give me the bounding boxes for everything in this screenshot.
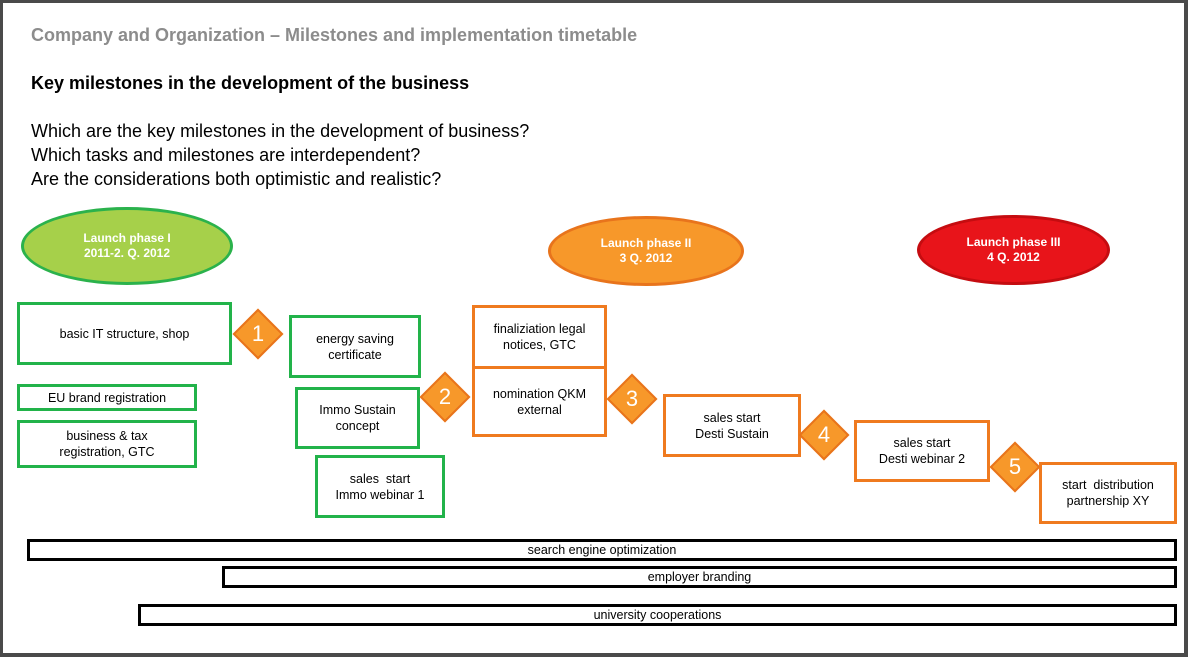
task-immo-sustain-concept: Immo Sustain concept [295,387,420,449]
launch-phase-1: Launch phase I 2011-2. Q. 2012 [21,207,233,285]
task-nomination-qkm: nomination QKM external [472,366,607,437]
bar-employer-branding: employer branding [222,566,1177,588]
launch-phase-3: Launch phase III 4 Q. 2012 [917,215,1110,285]
task-label-line-1: energy saving [316,331,394,346]
phase-3-name: Launch phase III [966,235,1061,249]
question-1: Which are the key milestones in the deve… [31,121,530,141]
slide: Company and Organization – Milestones an… [3,3,1184,653]
task-business-tax-registration: business & tax registration, GTC [17,420,197,468]
task-label: EU brand registration [47,390,167,405]
task-label-line-2: external [517,403,562,417]
task-label-line-1: finaliziation legal [493,322,586,336]
launch-phase-2: Launch phase II 3 Q. 2012 [548,216,744,286]
task-label-line-2: Desti webinar 2 [878,452,966,466]
bar-search-engine-optimization: search engine optimization [27,539,1177,561]
page-title: Company and Organization – Milestones an… [31,25,638,45]
task-label-line-2: certificate [328,347,382,362]
task-label-line-2: partnership XY [1066,494,1150,508]
page-subtitle: Key milestones in the development of the… [31,73,470,93]
task-eu-brand-registration: EU brand registration [17,384,197,411]
phase-2-name: Launch phase II [600,236,692,250]
task-start-distribution-partnership: start distribution partnership XY [1039,462,1177,524]
task-basic-it-structure: basic IT structure, shop [17,302,232,365]
milestone-number-2: 2 [438,384,452,409]
task-label-line-1: sales start [703,410,761,425]
task-label-line-1: sales start [893,436,951,450]
task-label-line-2: notices, GTC [503,338,576,352]
task-label-line-1: business & tax [66,429,148,443]
task-label-line-2: concept [335,419,380,433]
phase-3-period: 4 Q. 2012 [987,250,1040,264]
question-2: Which tasks and milestones are interdepe… [31,145,421,165]
task-label-line-2: Immo webinar 1 [335,487,425,502]
task-label-line-2: registration, GTC [59,445,155,459]
task-label: basic IT structure, shop [59,326,190,341]
bar-label: search engine optimization [527,543,677,557]
phase-1-name: Launch phase I [83,231,171,245]
task-label-line-2: Desti Sustain [695,426,769,441]
milestone-number-1: 1 [251,321,265,346]
task-label-line-1: Immo Sustain [319,403,396,417]
task-label-line-1: start distribution [1062,478,1154,492]
bar-label: employer branding [647,570,752,584]
task-label-line-1: nomination QKM [492,387,587,401]
phase-2-period: 3 Q. 2012 [619,251,673,265]
question-3: Are the considerations both optimistic a… [31,169,442,189]
phase-1-period: 2011-2. Q. 2012 [83,246,171,260]
milestone-number-3: 3 [625,386,639,411]
task-label-line-1: sales start [349,471,411,486]
bar-label: university cooperations [593,608,722,622]
task-finalization-legal-notices: finaliziation legal notices, GTC [472,305,607,369]
milestone-number-5: 5 [1008,454,1022,479]
bar-university-cooperations: university cooperations [138,604,1177,626]
milestone-number-4: 4 [817,422,831,447]
